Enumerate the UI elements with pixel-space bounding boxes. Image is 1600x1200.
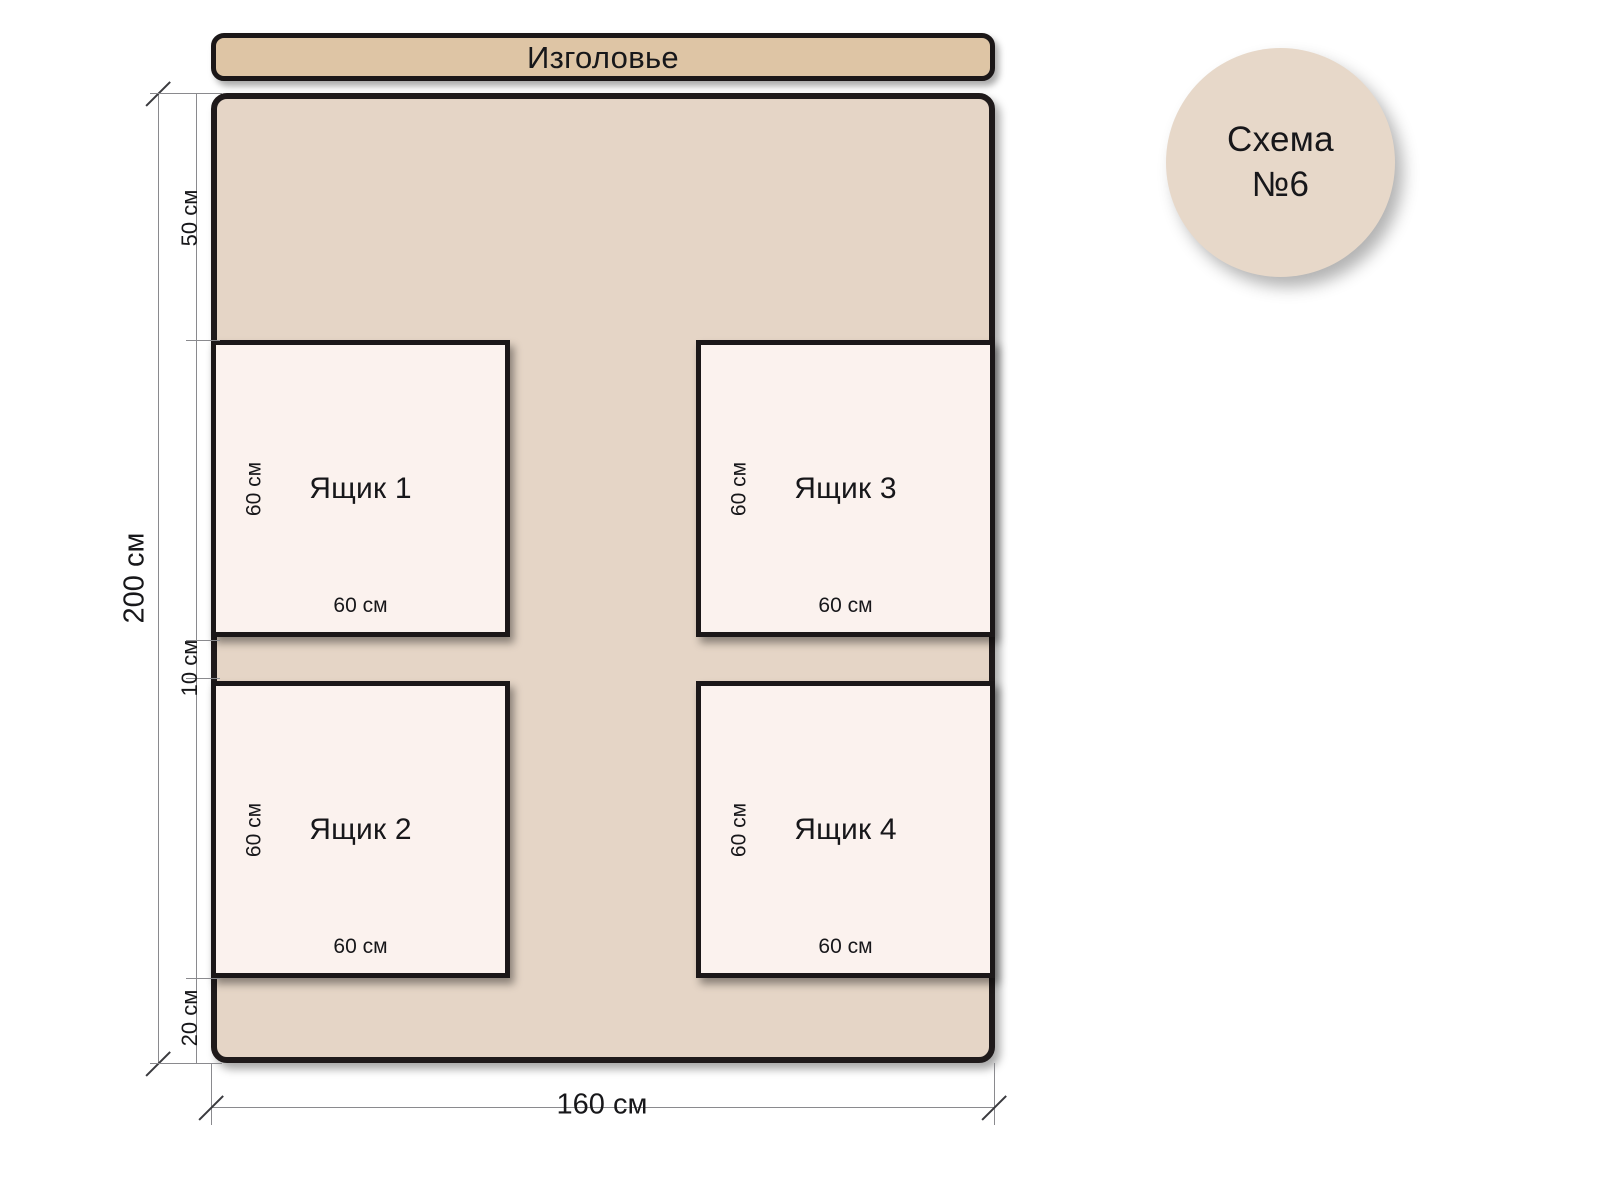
- drawer-4[interactable]: 60 см Ящик 4 60 см: [696, 681, 995, 978]
- scheme-badge-line2: №6: [1251, 164, 1310, 204]
- drawer-4-title: Ящик 4: [794, 812, 897, 846]
- drawer-2[interactable]: 60 см Ящик 2 60 см: [211, 681, 510, 978]
- dimension-label-total-height: 200 см: [118, 532, 151, 624]
- scheme-badge-text: Схема №6: [1227, 118, 1334, 208]
- extension-line-10cm-top: [186, 640, 220, 642]
- drawer-3[interactable]: 60 см Ящик 3 60 см: [696, 340, 995, 637]
- dimension-line-segments: [196, 93, 198, 1063]
- extension-line-left-width: [211, 1063, 213, 1125]
- dimension-label-bottom-gap: 20 см: [177, 989, 202, 1047]
- extension-line-10cm-bottom: [186, 678, 220, 680]
- drawer-4-width-label: 60 см: [818, 935, 873, 958]
- drawer-3-width-label: 60 см: [818, 594, 873, 617]
- dimension-label-middle-gap: 10 см: [177, 639, 202, 697]
- headboard: Изголовье: [211, 33, 995, 81]
- drawer-2-title: Ящик 2: [309, 812, 412, 846]
- dimension-line-total-width: [211, 1107, 995, 1109]
- extension-line-right-width: [994, 1063, 996, 1125]
- drawer-1[interactable]: 60 см Ящик 1 60 см: [211, 340, 510, 637]
- headboard-label: Изголовье: [527, 39, 679, 75]
- drawer-3-title: Ящик 3: [794, 471, 897, 505]
- extension-line-50cm: [186, 340, 220, 342]
- scheme-badge-line1: Схема: [1227, 119, 1334, 159]
- drawer-2-width-label: 60 см: [333, 935, 388, 958]
- drawer-1-title: Ящик 1: [309, 471, 412, 505]
- extension-line-top: [150, 93, 222, 95]
- dimension-label-top-gap: 50 см: [177, 189, 202, 247]
- extension-line-20cm: [186, 978, 220, 980]
- extension-line-bottom: [150, 1063, 222, 1065]
- dimension-label-total-width: 160 см: [556, 1088, 648, 1121]
- scheme-badge: Схема №6: [1166, 48, 1395, 277]
- drawer-1-width-label: 60 см: [333, 594, 388, 617]
- dimension-line-total-height: [158, 93, 160, 1063]
